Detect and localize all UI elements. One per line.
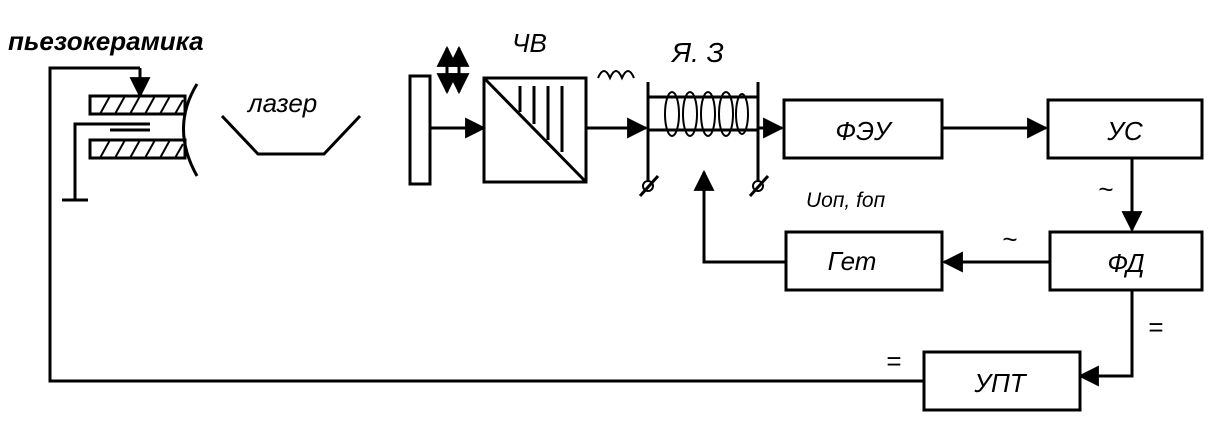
modulator-label: ЧВ [512, 28, 547, 58]
pd-to-dcamp-wire [1077, 290, 1134, 387]
double-arrow-icon [436, 45, 470, 95]
pmt-label: ФЭУ [835, 116, 893, 146]
pd-block: ФД [1048, 230, 1204, 292]
dc-mark-2: = [886, 346, 901, 376]
dcamp-block: УПТ [922, 350, 1082, 412]
coil-symbol-icon [597, 70, 635, 81]
ground-wire [62, 122, 150, 202]
feedback-to-piezo-wire [48, 66, 924, 383]
laser-tube: лазер [220, 88, 362, 156]
piezo-plate-top [88, 94, 187, 116]
piezo-hatch-top [99, 95, 184, 115]
pd-label: ФД [1107, 248, 1144, 278]
cavity-mirror [182, 83, 199, 177]
cell-label: Я. З [670, 37, 724, 68]
gen-label: Гет [828, 246, 877, 276]
dc-mark-1: = [1148, 312, 1163, 342]
absorption-cell: Я. З [597, 37, 770, 198]
output-mirror [408, 74, 432, 186]
dcamp-label: УПТ [973, 368, 1027, 398]
ref-signal-label: Uоп, fоп [806, 189, 886, 212]
piezo-label: пьезокерамика [8, 26, 204, 56]
laser-label: лазер [246, 88, 317, 118]
ac-mark-2: ~ [1002, 224, 1017, 254]
amp-label: УС [1106, 116, 1143, 146]
gen-to-coil-wire [693, 169, 786, 264]
laser-body [220, 114, 362, 156]
amp-block: УС [1046, 98, 1204, 160]
gen-block: Гет [784, 230, 944, 292]
piezo-hatch-bottom [99, 139, 184, 159]
pmt-block: ФЭУ [782, 98, 944, 160]
ac-mark-1: ~ [1098, 174, 1113, 204]
cell-coil [664, 91, 749, 137]
modulator-block: ЧВ [482, 28, 588, 184]
piezoceramic-assembly: пьезокерамика [8, 26, 204, 202]
